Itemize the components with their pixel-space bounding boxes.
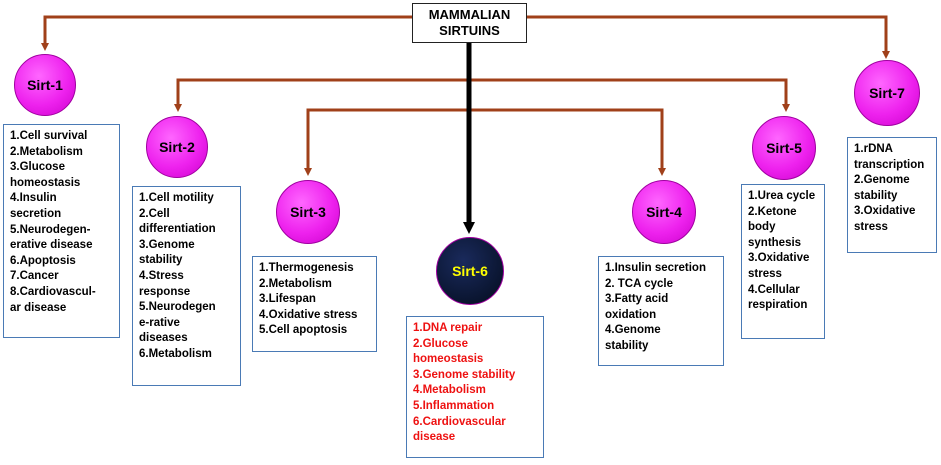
sirt2-node: Sirt-2 xyxy=(146,116,208,178)
function-item: disease xyxy=(413,431,456,444)
function-item: stress xyxy=(748,267,782,280)
sirt5-label: Sirt-5 xyxy=(766,140,802,156)
sirt3-label: Sirt-3 xyxy=(290,204,326,220)
function-item: erative disease xyxy=(10,239,93,252)
sirt3-functions-list: 1.Thermogenesis 2.Metabolism 3.Lifespan 4.O… xyxy=(259,261,370,339)
function-item: response xyxy=(139,285,191,298)
function-item: 1.Thermogenesis xyxy=(259,262,354,274)
connector-sirt3 xyxy=(304,108,469,176)
sirt7-functions-box: 1.rDNA transcription 2.Genome stability 3.Ox… xyxy=(847,137,937,253)
function-item: 2.Genome xyxy=(854,174,910,187)
function-item: 1.rDNA xyxy=(854,143,893,155)
function-item: 3.Lifespan xyxy=(259,293,316,306)
title-line-2: SIRTUINS xyxy=(439,23,500,38)
function-item: body xyxy=(748,221,776,234)
sirt5-functions-list: 1.Urea cycle 2.Ketone body synthesis 3.Oxida… xyxy=(748,189,818,314)
connector-sirt4 xyxy=(469,108,666,176)
function-item: stability xyxy=(854,189,898,202)
function-item: 1.Cell motility xyxy=(139,192,214,204)
function-item: 8.Cardiovascul- xyxy=(10,285,96,298)
function-item: 4.Genome xyxy=(605,324,661,337)
sirt6-functions-box: 1.DNA repair 2.Glucose homeostasis 3.Genome… xyxy=(406,316,544,458)
function-item: oxidation xyxy=(605,308,657,321)
function-item: 4.Insulin xyxy=(10,192,57,205)
function-item: 2.Metabolism xyxy=(259,277,332,290)
sirt2-functions-box: 1.Cell motility 2.Cell differentiation 3.Ge… xyxy=(132,186,241,386)
function-item: stability xyxy=(605,339,649,352)
sirt1-functions-list: 1.Cell survival 2.Metabolism 3.Glucose home… xyxy=(10,129,113,316)
connector-sirt7 xyxy=(527,15,890,59)
function-item: 6.Cardiovascular xyxy=(413,415,506,428)
function-item: 4.Oxidative stress xyxy=(259,308,358,321)
sirt1-functions-box: 1.Cell survival 2.Metabolism 3.Glucose home… xyxy=(3,124,120,338)
sirt5-node: Sirt-5 xyxy=(752,116,816,180)
title-box: MAMMALIAN SIRTUINS xyxy=(412,3,527,43)
function-item: homeostasis xyxy=(10,176,81,189)
function-item: 5.Cell apoptosis xyxy=(259,324,348,337)
sirt6-functions-list: 1.DNA repair 2.Glucose homeostasis 3.Genome… xyxy=(413,321,537,446)
title-line-1: MAMMALIAN xyxy=(428,7,511,22)
function-item: 4.Stress xyxy=(139,269,184,282)
function-item: 2.Ketone xyxy=(748,205,797,218)
sirt7-label: Sirt-7 xyxy=(869,85,905,101)
sirt4-label: Sirt-4 xyxy=(646,204,682,220)
function-item: 5.Neurodegen- xyxy=(10,223,91,236)
sirt2-functions-list: 1.Cell motility 2.Cell differentiation 3.Ge… xyxy=(139,191,234,363)
function-item: 1.Urea cycle xyxy=(748,190,816,202)
connector-sirt5 xyxy=(469,78,790,112)
sirt4-functions-box: 1.Insulin secretion 2. TCA cycle 3.Fatty a… xyxy=(598,256,724,366)
function-item: differentiation xyxy=(139,223,216,236)
function-item: ar disease xyxy=(10,301,67,314)
function-item: 6.Apoptosis xyxy=(10,254,76,267)
sirt7-functions-list: 1.rDNA transcription 2.Genome stability 3.Ox… xyxy=(854,142,930,236)
sirt6-label: Sirt-6 xyxy=(452,263,488,279)
function-item: 3.Oxidative xyxy=(748,252,810,265)
function-item: 4.Metabolism xyxy=(413,384,486,397)
function-item: transcription xyxy=(854,158,925,171)
function-item: 3.Glucose xyxy=(10,161,65,174)
function-item: 2.Glucose xyxy=(413,337,468,350)
function-item: 1.DNA repair xyxy=(413,322,483,334)
function-item: 2.Cell xyxy=(139,207,170,220)
sirt4-functions-list: 1.Insulin secretion 2. TCA cycle 3.Fatty a… xyxy=(605,261,717,355)
sirt4-node: Sirt-4 xyxy=(632,180,696,244)
function-item: 3.Fatty acid xyxy=(605,293,669,306)
function-item: 1.Insulin secretion xyxy=(605,262,706,274)
function-item: secretion xyxy=(10,207,62,220)
function-item: diseases xyxy=(139,332,188,345)
function-item: 6.Metabolism xyxy=(139,347,212,360)
function-item: 7.Cancer xyxy=(10,270,59,283)
function-item: 3.Genome xyxy=(139,238,195,251)
connector-sirt2 xyxy=(174,78,469,112)
sirt5-functions-box: 1.Urea cycle 2.Ketone body synthesis 3.Oxida… xyxy=(741,184,825,339)
function-item: 5.Inflammation xyxy=(413,399,495,412)
sirt1-node: Sirt-1 xyxy=(14,54,76,116)
sirt7-node: Sirt-7 xyxy=(854,60,920,126)
function-item: stability xyxy=(139,254,183,267)
sirt1-label: Sirt-1 xyxy=(27,77,63,93)
function-item: e-rative xyxy=(139,316,180,329)
function-item: stress xyxy=(854,220,888,233)
sirt2-label: Sirt-2 xyxy=(159,139,195,155)
function-item: homeostasis xyxy=(413,353,484,366)
function-item: 5.Neurodegen xyxy=(139,301,216,314)
connector-sirt1 xyxy=(41,15,412,51)
function-item: 2.Metabolism xyxy=(10,145,83,158)
function-item: synthesis xyxy=(748,236,802,249)
function-item: 4.Cellular xyxy=(748,283,800,296)
sirt3-node: Sirt-3 xyxy=(276,180,340,244)
sirt6-node: Sirt-6 xyxy=(436,237,504,305)
function-item: respiration xyxy=(748,299,808,312)
sirt3-functions-box: 1.Thermogenesis 2.Metabolism 3.Lifespan 4.O… xyxy=(252,256,377,352)
function-item: 3.Genome stability xyxy=(413,368,516,381)
function-item: 3.Oxidative xyxy=(854,205,916,218)
function-item: 2. TCA cycle xyxy=(605,277,673,290)
function-item: 1.Cell survival xyxy=(10,130,88,142)
